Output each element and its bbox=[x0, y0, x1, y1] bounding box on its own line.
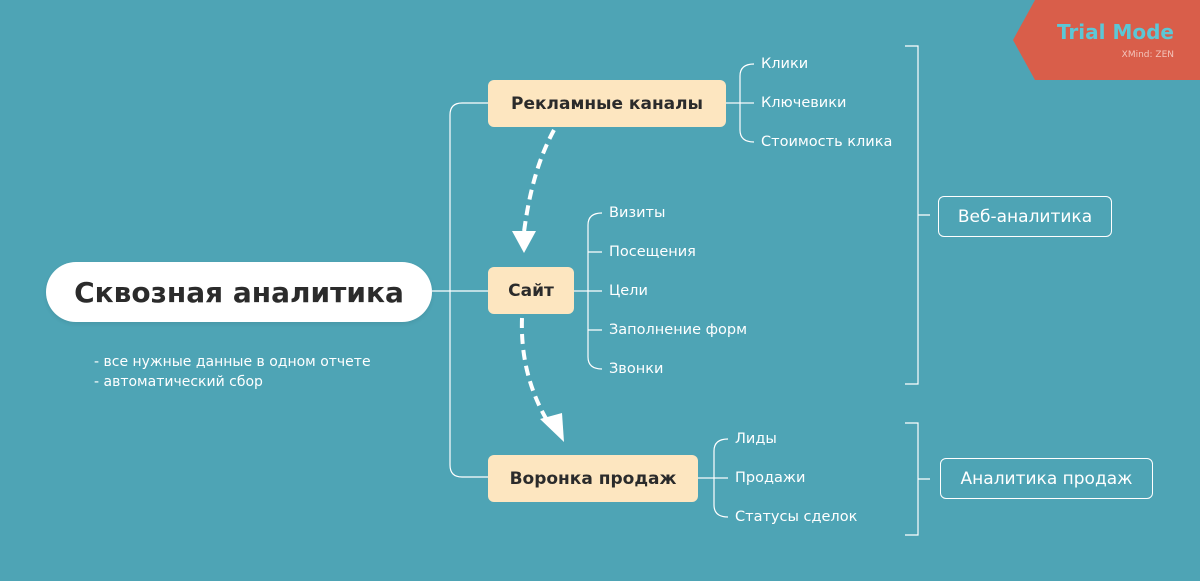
root-topic[interactable]: Сквозная аналитика bbox=[46, 262, 432, 322]
site-ticks bbox=[588, 251, 602, 331]
subtopic-keywords[interactable]: Ключевики bbox=[761, 95, 847, 111]
trial-mode-brand: XMind: ZEN bbox=[1121, 50, 1174, 60]
summary-sales-analytics[interactable]: Аналитика продаж bbox=[940, 458, 1153, 499]
arrowhead-down-2 bbox=[540, 413, 564, 442]
subtopic-pageviews[interactable]: Посещения bbox=[609, 244, 696, 260]
sales-summary-brace bbox=[905, 422, 930, 536]
summary-sales-analytics-label: Аналитика продаж bbox=[960, 468, 1133, 489]
trial-mode-title: Trial Mode bbox=[1056, 20, 1174, 44]
trial-mode-watermark[interactable]: Trial Mode XMind: ZEN bbox=[1013, 0, 1200, 80]
subtopic-visits[interactable]: Визиты bbox=[609, 205, 666, 221]
subtopic-clicks[interactable]: Клики bbox=[761, 56, 809, 72]
note-line-2: - автоматический сбор bbox=[94, 374, 263, 390]
subtopic-sales[interactable]: Продажи bbox=[735, 470, 806, 486]
relationship-ads-to-site bbox=[522, 129, 556, 233]
subtopic-deal-status[interactable]: Статусы сделок bbox=[735, 509, 858, 525]
arrowhead-down-1 bbox=[512, 231, 536, 253]
note-line-1: - все нужные данные в одном отчете bbox=[94, 354, 371, 370]
web-summary-brace bbox=[905, 45, 930, 385]
trunk-line bbox=[449, 102, 488, 478]
summary-web-analytics-label: Веб-аналитика bbox=[957, 206, 1093, 227]
summary-web-analytics[interactable]: Веб-аналитика bbox=[938, 196, 1112, 237]
relationship-site-to-sales bbox=[519, 317, 550, 424]
subtopic-click-cost[interactable]: Стоимость клика bbox=[761, 134, 893, 150]
subtopic-goals[interactable]: Цели bbox=[609, 283, 648, 299]
topic-site-label: Сайт bbox=[508, 280, 554, 301]
topic-sales-funnel-label: Воронка продаж bbox=[509, 468, 677, 489]
subtopic-form-fills[interactable]: Заполнение форм bbox=[609, 322, 748, 338]
root-topic-label: Сквозная аналитика bbox=[74, 275, 404, 309]
topic-sales-funnel[interactable]: Воронка продаж bbox=[488, 455, 698, 502]
subtopic-calls[interactable]: Звонки bbox=[609, 361, 664, 377]
topic-site[interactable]: Сайт bbox=[488, 267, 574, 314]
topic-ad-channels[interactable]: Рекламные каналы bbox=[488, 80, 726, 127]
topic-ad-channels-label: Рекламные каналы bbox=[511, 93, 703, 114]
subtopic-leads[interactable]: Лиды bbox=[735, 431, 777, 447]
root-note: - все нужные данные в одном отчете - авт… bbox=[94, 352, 371, 392]
